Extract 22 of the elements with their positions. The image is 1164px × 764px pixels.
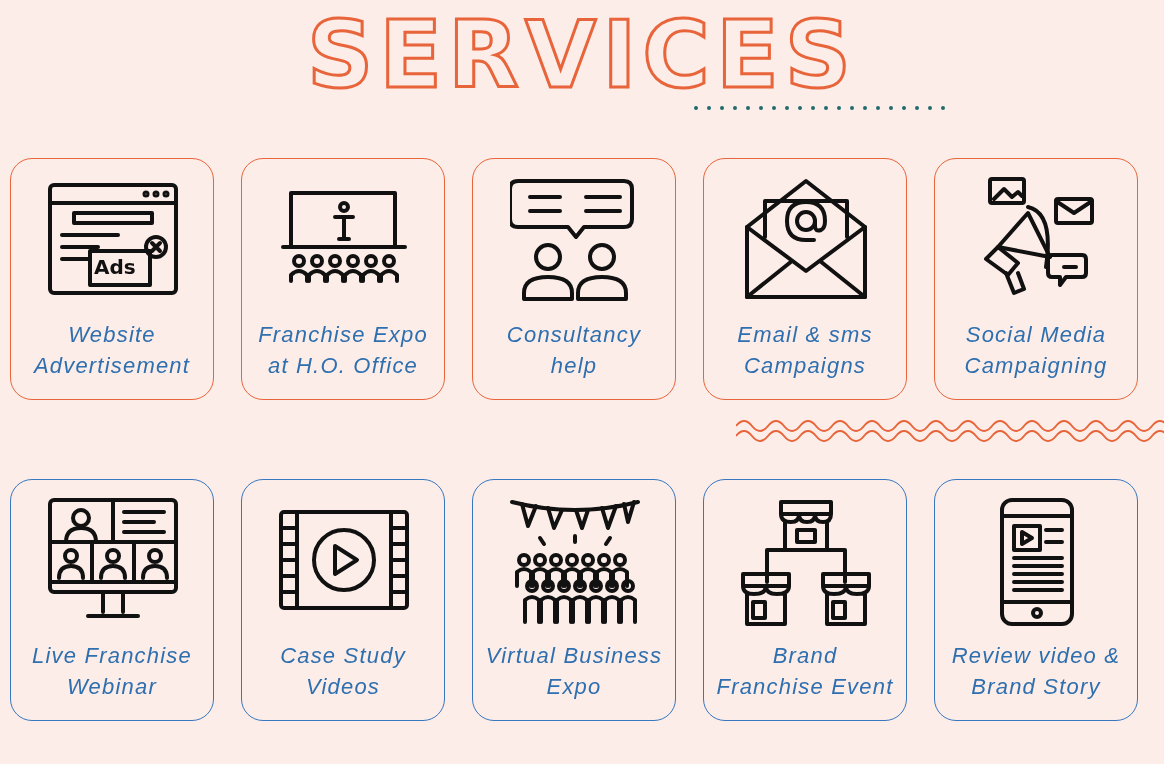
service-label: Live Franchise Webinar (31, 642, 193, 701)
service-card (241, 158, 445, 400)
service-label: Website Advertisement (32, 321, 192, 380)
service-label: Review video & Brand Story (950, 642, 1122, 701)
service-label: Franchise Expo at H.O. Office (257, 321, 429, 380)
service-label: Brand Franchise Event (716, 642, 894, 701)
service-label: Case Study Videos (279, 642, 407, 701)
service-card (10, 158, 214, 400)
service-card (703, 158, 907, 400)
service-card (934, 479, 1138, 721)
title: SERVICES (307, 2, 857, 109)
ad-text: Ads (94, 255, 136, 279)
service-card (10, 479, 214, 721)
service-card (241, 479, 445, 721)
service-label: Virtual Business Expo (485, 642, 663, 701)
service-card (472, 158, 676, 400)
service-label: Social Media Campaigning (963, 321, 1109, 380)
service-card (703, 479, 907, 721)
service-label: Email & sms Campaigns (736, 321, 874, 380)
service-card (934, 158, 1138, 400)
service-card (472, 479, 676, 721)
service-label: Consultancy help (505, 321, 643, 380)
